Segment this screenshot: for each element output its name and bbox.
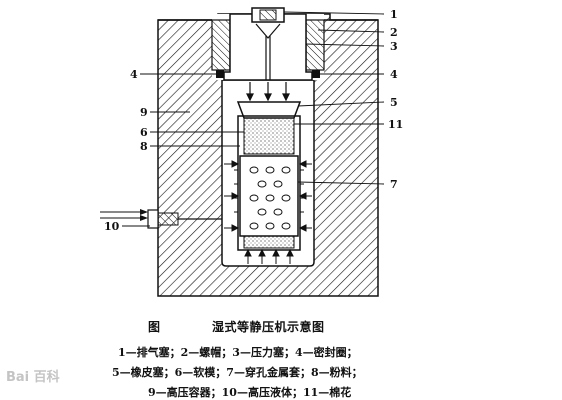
part-label-5: 5 bbox=[390, 96, 398, 109]
sleeve-holes bbox=[249, 166, 291, 230]
part-label-6: 6 bbox=[140, 126, 148, 139]
liquid-inlet bbox=[100, 209, 222, 229]
pressure-arrows-bottom bbox=[244, 248, 294, 264]
seal-ring-right bbox=[312, 70, 320, 78]
part-label-11: 11 bbox=[388, 118, 403, 131]
legend-line-2: 5—橡皮塞；6—软模；7—穿孔金属套；8—粉料； bbox=[112, 366, 363, 379]
pressure-plug bbox=[223, 13, 313, 81]
pressure-arrows-side bbox=[224, 160, 312, 232]
legend-line-3: 9—高压容器；10—高压液体；11—棉花 bbox=[148, 386, 352, 399]
part-label-9: 9 bbox=[140, 106, 148, 119]
cotton bbox=[243, 117, 295, 155]
soft-mold bbox=[237, 115, 301, 251]
part-label-2: 2 bbox=[390, 26, 398, 39]
part-label-4-left: 4 bbox=[130, 68, 138, 81]
part-label-10: 10 bbox=[104, 220, 120, 233]
watermark: Bai 百科 bbox=[6, 370, 60, 385]
leader-lines bbox=[122, 11, 385, 227]
legend-line-1: 1—排气塞；2—螺帽；3—压力塞；4—密封圈； bbox=[118, 346, 358, 359]
part-label-8: 8 bbox=[140, 140, 148, 153]
part-label-1: 1 bbox=[390, 8, 398, 21]
nut bbox=[211, 19, 231, 71]
seal-ring-left bbox=[216, 70, 224, 78]
part-label-4-right: 4 bbox=[390, 68, 398, 81]
caption-title: 湿式等静压机示意图 bbox=[212, 320, 325, 334]
mold-side-marks bbox=[234, 169, 304, 213]
bottom-cotton bbox=[243, 235, 295, 249]
part-label-7: 7 bbox=[390, 178, 398, 191]
part-label-3: 3 bbox=[390, 40, 398, 53]
pressure-arrows-top bbox=[246, 82, 290, 102]
caption-figure-label: 图 bbox=[148, 320, 161, 334]
